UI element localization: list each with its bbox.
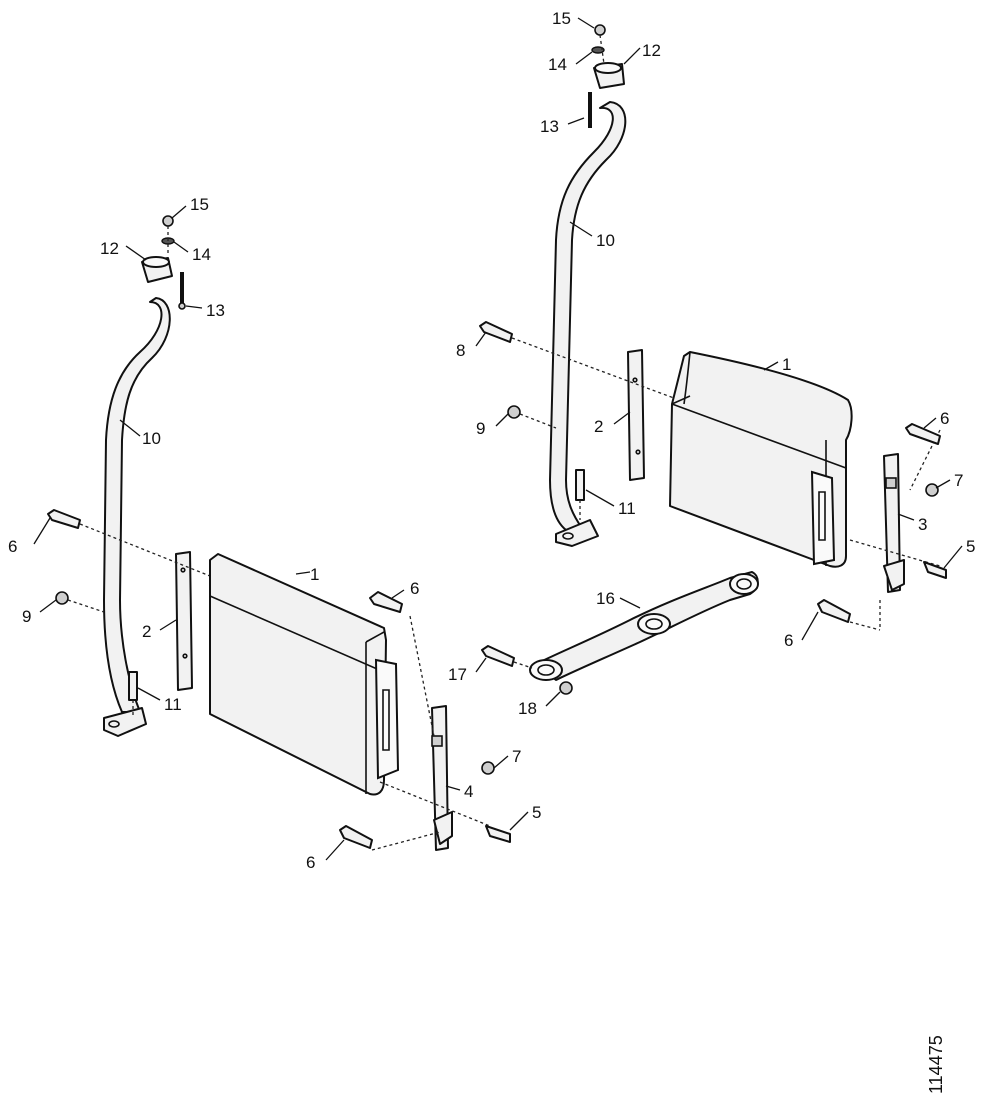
right-bolt-8 xyxy=(479,321,513,343)
callout-left-5: 5 xyxy=(532,803,541,822)
callout-right-6a: 6 xyxy=(940,409,949,428)
figure-number: 114475 xyxy=(926,1035,946,1094)
callout-left-1: 1 xyxy=(310,565,319,584)
callout-right-15: 15 xyxy=(552,9,571,28)
callout-right-8: 8 xyxy=(456,341,465,360)
callout-left-15: 15 xyxy=(190,195,209,214)
center-nut-18 xyxy=(559,681,573,695)
right-cooler-1 xyxy=(669,351,853,568)
callout-center-16: 16 xyxy=(596,589,615,608)
left-cap-top xyxy=(142,256,170,268)
left-cooler-bracket xyxy=(374,658,400,780)
callout-center-18: 18 xyxy=(518,699,537,718)
callout-right-1: 1 xyxy=(782,355,791,374)
left-nut-15 xyxy=(162,215,174,227)
left-bolt-11 xyxy=(128,671,138,701)
right-nut-9 xyxy=(507,405,521,419)
callout-left-12: 12 xyxy=(100,239,119,258)
callout-left-6c: 6 xyxy=(306,853,315,872)
cross-bar-right-eye xyxy=(729,573,759,595)
left-bolt-6-top xyxy=(369,591,403,613)
callout-center-17: 17 xyxy=(448,665,467,684)
right-bolt-5 xyxy=(923,561,947,579)
leader-lines xyxy=(33,17,963,861)
center-bar-assembly xyxy=(481,571,759,695)
callout-right-6b: 6 xyxy=(784,631,793,650)
left-tube-10 xyxy=(103,297,171,713)
right-bolt-6-lower xyxy=(817,599,851,623)
left-tube-flange xyxy=(103,707,147,737)
callout-left-4: 4 xyxy=(464,782,473,801)
callout-right-5: 5 xyxy=(966,537,975,556)
callouts: 1 2 4 5 6 6 6 7 9 10 11 12 13 14 15 1 2 … xyxy=(8,9,975,872)
callout-right-7: 7 xyxy=(954,471,963,490)
callout-left-14: 14 xyxy=(192,245,211,264)
right-strip-2 xyxy=(627,349,645,481)
left-bolt-6-upper xyxy=(47,509,81,529)
left-nut-9 xyxy=(55,591,69,605)
callout-left-10: 10 xyxy=(142,429,161,448)
right-nut-7 xyxy=(925,483,939,497)
center-bolt-17 xyxy=(481,645,515,667)
right-cap-top xyxy=(594,62,622,74)
callout-right-9: 9 xyxy=(476,419,485,438)
left-tube-flange-hole xyxy=(108,720,120,728)
callout-left-6a: 6 xyxy=(8,537,17,556)
left-nut-7 xyxy=(481,761,495,775)
callout-left-6b: 6 xyxy=(410,579,419,598)
cross-bar-left-eye xyxy=(529,659,563,681)
callout-right-12: 12 xyxy=(642,41,661,60)
callout-left-7: 7 xyxy=(512,747,521,766)
callout-right-11: 11 xyxy=(618,499,636,518)
left-bolt-5 xyxy=(485,825,511,843)
callout-left-9: 9 xyxy=(22,607,31,626)
right-tube-10 xyxy=(549,101,627,531)
callout-right-13: 13 xyxy=(540,117,559,136)
right-bolt-6-top xyxy=(905,423,941,445)
left-cooler-1 xyxy=(209,553,387,796)
callout-left-2: 2 xyxy=(142,622,151,641)
callout-right-14: 14 xyxy=(548,55,567,74)
left-strip-2 xyxy=(175,551,193,691)
left-assembly xyxy=(47,215,511,851)
cross-bar-middle-eye xyxy=(637,613,671,635)
right-cooler-bracket xyxy=(810,470,836,566)
callout-right-10: 10 xyxy=(596,231,615,250)
callout-left-11: 11 xyxy=(164,695,182,714)
callout-left-13: 13 xyxy=(206,301,225,320)
right-nut-15 xyxy=(594,24,606,36)
right-assembly xyxy=(479,24,947,631)
left-bolt-6-lower xyxy=(339,825,373,849)
callout-right-2: 2 xyxy=(594,417,603,436)
right-bolt-11 xyxy=(575,469,585,501)
callout-right-3: 3 xyxy=(918,515,927,534)
right-washer-14 xyxy=(591,46,605,54)
